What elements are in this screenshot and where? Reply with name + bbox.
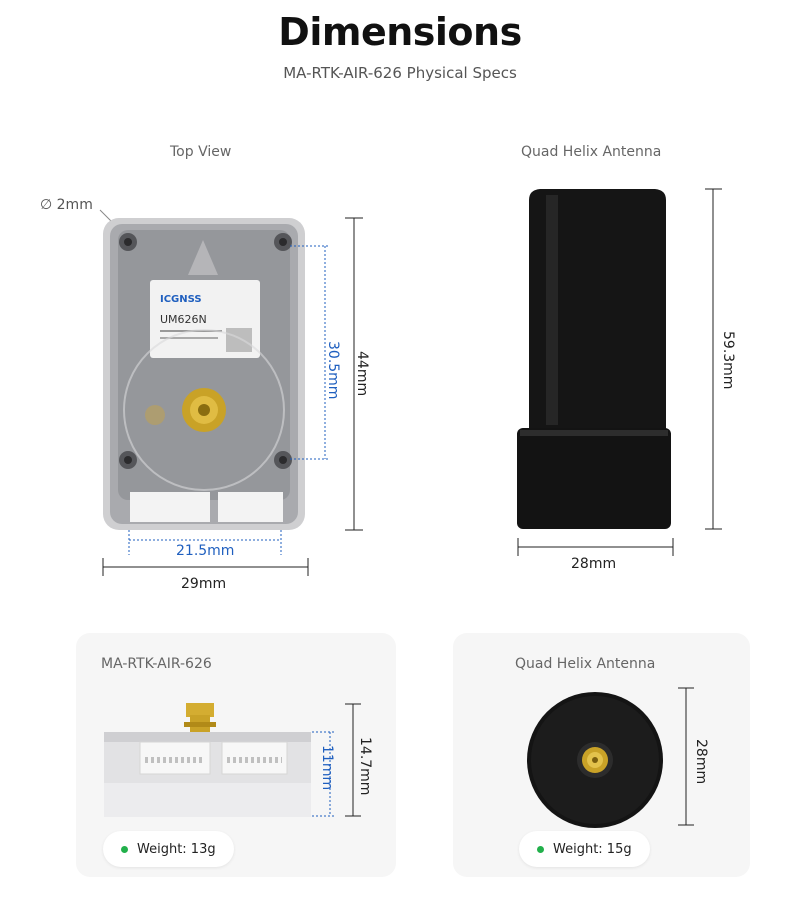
antenna-side-caption: Quad Helix Antenna: [521, 144, 662, 160]
hole-diameter-label: ∅ 2mm: [40, 197, 93, 213]
antenna-weight-badge: Weight: 15g: [519, 831, 650, 867]
antenna-diameter-label: 28mm: [693, 739, 709, 785]
chip-model: UM626N: [160, 313, 207, 326]
antenna-bottom-caption: Quad Helix Antenna: [515, 656, 656, 672]
status-dot-icon: [537, 845, 544, 853]
chip-brand: ICGNSS: [160, 294, 202, 305]
module-weight-text: Weight: 13g: [137, 841, 216, 857]
top-view-caption: Top View: [170, 144, 232, 160]
page-subtitle: MA-RTK-AIR-626 Physical Specs: [283, 64, 517, 82]
page-title: Dimensions: [278, 10, 522, 54]
module-side-caption: MA-RTK-AIR-626: [101, 656, 212, 672]
status-dot-icon: [121, 845, 128, 853]
module-hole-spacing-width-label: 21.5mm: [176, 543, 235, 559]
antenna-weight-text: Weight: 15g: [553, 841, 632, 857]
mount-holes: [119, 233, 292, 469]
antenna-width-label: 28mm: [571, 556, 617, 572]
module-weight-badge: Weight: 13g: [103, 831, 234, 867]
module-width-label: 29mm: [181, 576, 227, 592]
